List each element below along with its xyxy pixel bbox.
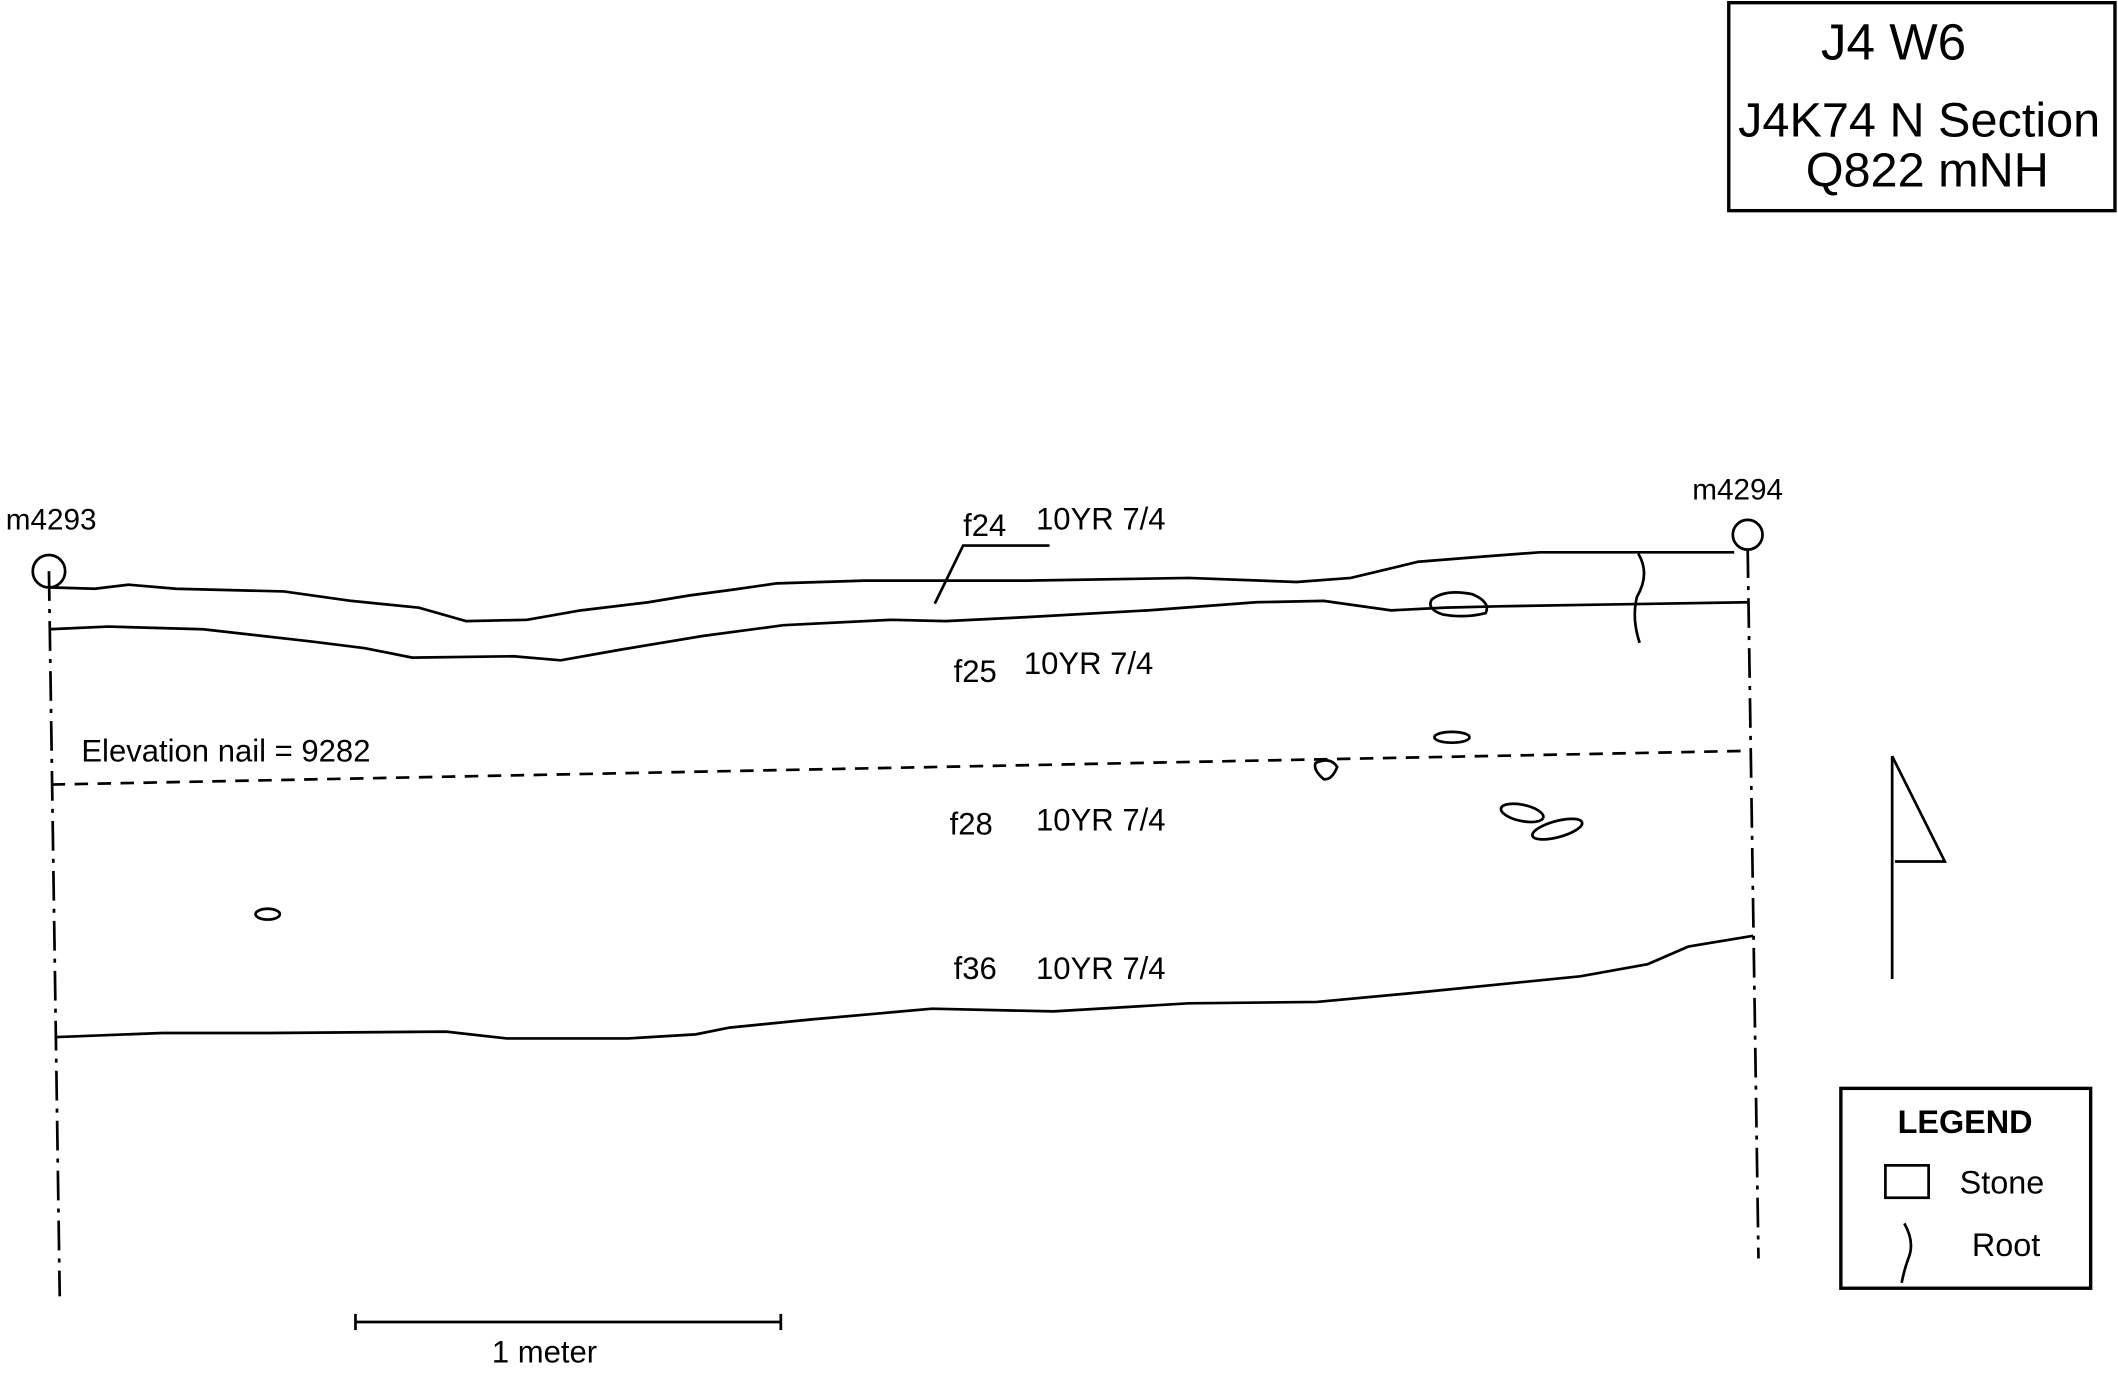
scale-bar-label: 1 meter	[492, 1334, 597, 1369]
f36-label: f36	[954, 951, 997, 986]
stone-legend-icon	[1884, 1163, 1930, 1200]
stone-icon	[254, 907, 282, 921]
stone-icon	[1429, 591, 1489, 618]
legend: LEGEND Stone Root	[1839, 1086, 2093, 1290]
title-line3: Q822 mNH	[1806, 143, 2049, 197]
elevation-nail-label: Elevation nail = 9282	[81, 734, 370, 769]
datum-right-marker	[1731, 518, 1764, 551]
legend-root-label: Root	[1972, 1227, 2040, 1263]
stone-icon	[1531, 817, 1584, 841]
title-line1: J4 W6	[1821, 13, 1966, 70]
stone-icon	[1313, 759, 1339, 781]
north-arrow-icon	[1890, 755, 1948, 979]
root-legend-icon	[1900, 1222, 1913, 1284]
f36-top-line	[56, 934, 1754, 1040]
title-line2: J4K74 N Section	[1738, 93, 2100, 147]
scale-bar: 1 meter	[354, 1313, 783, 1369]
stone-icon	[1433, 730, 1471, 745]
surface-line	[48, 550, 1735, 623]
f36-munsell: 10YR 7/4	[1036, 951, 1165, 986]
left-boundary	[47, 571, 62, 1297]
datum-left-label: m4293	[6, 503, 97, 536]
right-boundary	[1746, 548, 1760, 1259]
root-icon	[1633, 552, 1646, 644]
title-box-frame	[1727, 1, 2117, 213]
datum-right-label: m4294	[1692, 474, 1783, 507]
f28-label: f28	[950, 807, 993, 842]
f28-munsell: 10YR 7/4	[1036, 802, 1165, 837]
f24-label: f24	[963, 508, 1006, 543]
f24-base-line	[48, 599, 1748, 662]
f24-munsell: 10YR 7/4	[1036, 501, 1165, 536]
title-box: J4 W6 J4K74 N Section Q822 mNH	[1727, 1, 2117, 213]
f25-label: f25	[954, 654, 997, 689]
elevation-nail-line	[51, 749, 1751, 786]
stone-icon	[1499, 802, 1545, 824]
f25-munsell: 10YR 7/4	[1024, 646, 1153, 681]
stones	[254, 591, 1584, 921]
f24-leader-line	[933, 544, 1050, 605]
legend-stone-label: Stone	[1960, 1165, 2045, 1201]
legend-title: LEGEND	[1898, 1104, 2033, 1140]
legend-frame	[1839, 1086, 2093, 1290]
